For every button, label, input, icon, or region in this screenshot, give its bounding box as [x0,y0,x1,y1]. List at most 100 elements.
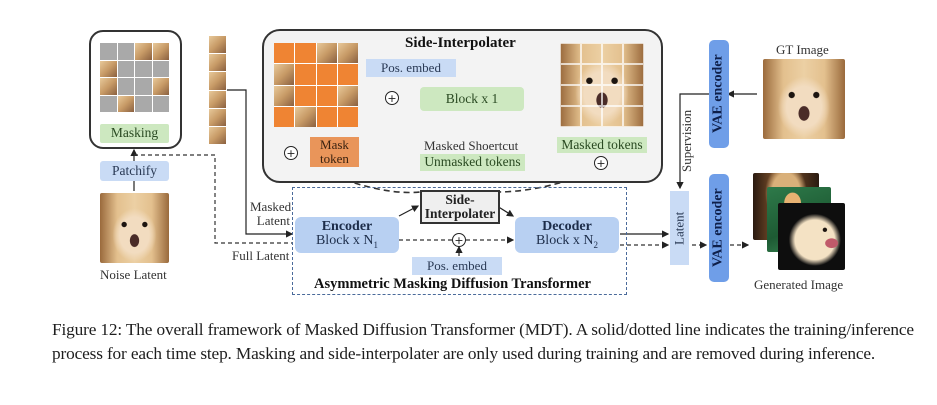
masked-shortcut-label: Masked Shoertcut [424,138,519,153]
plus-icon: + [284,146,298,160]
block-x1-box: Block x 1 [420,87,524,111]
patchify-label: Patchify [112,162,157,178]
grid-line-cell [623,106,644,127]
grid-line-cell [560,85,581,106]
masked-patch [316,106,337,127]
visible-patch [337,85,358,106]
masking-label: Masking [110,125,159,141]
masked-patch [337,64,358,85]
unmasked-tokens-label: Unmasked tokens [424,154,521,170]
gt-image-label: GT Image [776,42,829,57]
latent-box: Latent [670,191,689,265]
amdt-region [292,187,627,295]
token-patch [209,72,226,90]
side-interpolater-title: Side-Interpolater [405,35,516,51]
masked-patch [117,43,134,60]
grid-line-cell [560,43,581,64]
visible-patch [152,78,169,95]
noise-latent-image [100,193,169,263]
visible-patch [152,43,169,60]
grid-line-cell [581,106,602,127]
visible-patch [295,106,316,127]
masked-patch [135,78,152,95]
masked-patch [100,43,117,60]
visible-patch [135,43,152,60]
masking-box: Masking [100,124,169,143]
generated-image-front [778,203,845,270]
masked-patch [274,106,295,127]
pos-embed-box-amdt: Pos. embed [412,257,502,275]
full-latent-label: Full Latent [232,248,290,263]
orange-mask-grid [274,43,358,127]
arrow-encoder-to-sideinterp [398,205,420,217]
line-masked-latent [227,89,294,238]
generated-image-label: Generated Image [754,277,844,292]
masked-patch [295,43,316,64]
grid-line-cell [602,64,623,85]
reconstructed-grid-overlay [560,43,644,127]
side-interpolater-box-label: Side-Interpolater [424,191,496,221]
masked-patch [295,64,316,85]
grid-line-cell [602,106,623,127]
masked-patch [295,85,316,106]
visible-patch [100,60,117,77]
masked-patch [135,95,152,112]
masked-patch [316,85,337,106]
visible-patch [117,95,134,112]
visible-patch [274,64,295,85]
masked-patch [337,106,358,127]
masked-patch [100,95,117,112]
vae-encoder-top: VAE encoder [709,40,729,148]
pos-embed-label: Pos. embed [381,60,441,76]
masked-tokens-label: Masked tokens [561,136,643,152]
visible-patch [316,43,337,64]
grid-line-cell [581,64,602,85]
grid-line-cell [560,106,581,127]
masked-patch-grid [100,43,169,112]
visible-patch [274,85,295,106]
grid-line-cell [623,64,644,85]
figure-caption: Figure 12: The overall framework of Mask… [52,320,914,363]
vae-encoder-bottom: VAE encoder [709,174,729,282]
plus-icon: + [452,233,466,247]
vae-encoder-top-label: VAE encoder [710,54,726,134]
masked-patch [152,60,169,77]
masked-patch [135,60,152,77]
side-interpolater-box: Side-Interpolater [420,190,500,224]
latent-label: Latent [671,211,687,245]
grid-line-cell [560,64,581,85]
grid-line-cell [581,43,602,64]
token-patch [209,90,226,108]
token-patch [209,108,226,126]
noise-latent-label: Noise Latent [100,267,167,282]
gt-image [763,59,845,139]
block-x1-label: Block x 1 [445,90,499,106]
masked-patch [316,64,337,85]
token-patch [209,36,226,54]
visible-patch [100,78,117,95]
plus-icon: + [385,91,399,105]
visible-patch [337,43,358,64]
token-patch [209,54,226,72]
masked-tokens-box: Masked tokens [557,137,647,153]
token-patch [209,126,226,145]
masked-patch [152,95,169,112]
grid-line-cell [623,43,644,64]
grid-line-cell [581,85,602,106]
pos-embed-label: Pos. embed [427,258,487,274]
patchify-box: Patchify [100,161,169,181]
unmasked-tokens-box: Unmasked tokens [420,154,525,171]
plus-icon: + [594,156,608,170]
masked-patch [117,78,134,95]
dashed-zoom-left [344,179,421,194]
pos-embed-box-panel: Pos. embed [366,59,456,77]
arrow-supervision [676,93,709,190]
masked-patch [117,60,134,77]
token-sequence-strip [209,36,226,145]
